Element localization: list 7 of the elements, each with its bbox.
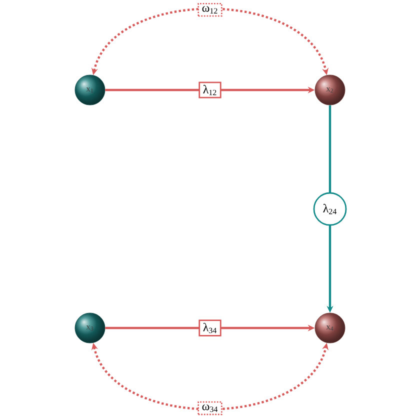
node-label: x$_{2}$: [326, 87, 334, 93]
edge-label: ω$_{12}$: [198, 2, 222, 17]
edge-label: λ$_{24}$: [313, 192, 347, 226]
node-label: x$_{4}$: [326, 325, 334, 331]
edge-label: λ$_{34}$: [198, 320, 222, 336]
edge-label: ω$_{34}$: [198, 401, 222, 416]
edge-label: λ$_{12}$: [198, 82, 222, 98]
